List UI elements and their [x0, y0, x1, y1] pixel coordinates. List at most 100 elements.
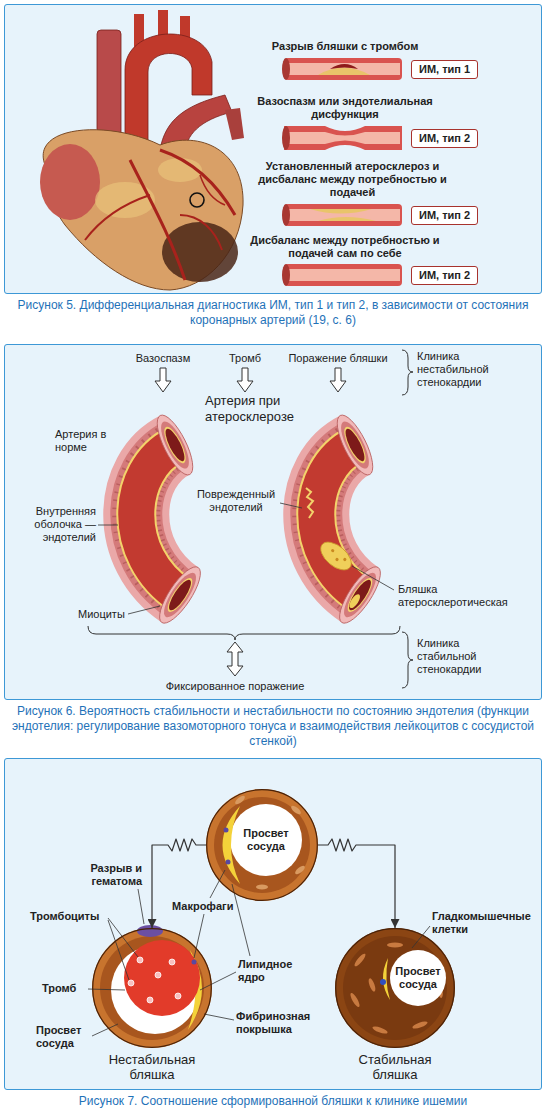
- vessel-tube: [330, 64, 358, 69]
- plaque-cross-section: [128, 980, 134, 986]
- plaque-cross-section: [169, 959, 175, 965]
- hollow-arrow: [237, 368, 253, 392]
- artery-illustration: [165, 577, 194, 613]
- artery-illustration: [335, 557, 340, 562]
- circle-outline: [93, 929, 212, 1048]
- plaque-cross-section: [387, 943, 403, 948]
- vessel-tube: [288, 269, 400, 281]
- leader-line: [88, 870, 430, 1036]
- leader-line: [352, 566, 394, 590]
- artery-illustration: [153, 561, 208, 628]
- hollow-arrow: [155, 368, 346, 392]
- vessel-tube: [282, 264, 290, 286]
- artery-illustration: [316, 537, 356, 575]
- artery-illustration: [339, 569, 382, 622]
- plaque-cross-section: [92, 928, 212, 1048]
- artery-title: Артерия при атеросклерозе: [205, 393, 323, 425]
- artery-illustration: [162, 426, 188, 463]
- plaque-cross-section: [137, 925, 163, 937]
- plaque-cross-section: [137, 957, 143, 963]
- leader-line: [280, 503, 302, 508]
- curly-bracket: [402, 632, 413, 688]
- spring-connector: [152, 839, 206, 928]
- plaque-cross-section: [353, 952, 367, 967]
- plaque-cross-section: [335, 928, 455, 1048]
- clinic-label: Клиника нестабильной стенокардии: [417, 350, 509, 389]
- leader-line: [88, 989, 125, 990]
- plaque-cross-section: [206, 789, 318, 901]
- leader-line: [128, 606, 160, 614]
- diagnosis-tag: ИМ, тип 2: [411, 206, 478, 225]
- artery-illustration: [136, 445, 180, 595]
- leader-line: [204, 1014, 234, 1020]
- panel-background: [4, 4, 542, 1090]
- vessel-caption: Вазоспазм или эндотелиальная дисфункция: [255, 95, 435, 121]
- part-label: Просвет сосуда: [36, 1024, 91, 1050]
- curly-bracket: [88, 626, 400, 640]
- plaque-cross-section: [147, 997, 153, 1003]
- figure-caption: Рисунок 7. Соотношение сформированной бл…: [5, 1094, 541, 1109]
- double-arrow: [227, 642, 243, 676]
- artery-illustration: [333, 561, 388, 628]
- part-label: Бляшка атеросклеротическая: [398, 583, 523, 609]
- diagnosis-text: ИМ, тип 1: [419, 63, 470, 76]
- hollow-arrow: [155, 368, 171, 392]
- artery-illustration: [316, 537, 356, 575]
- artery-illustration: [336, 418, 374, 472]
- infarct-marker: [190, 193, 204, 207]
- plaque-cross-section: [343, 936, 447, 1040]
- plaque-cross-section: [349, 992, 361, 1008]
- plaque-cross-section: [256, 885, 268, 890]
- circle-outline: [335, 928, 455, 1048]
- vessel-tube: [282, 58, 290, 80]
- leader-line: [98, 503, 394, 614]
- plaque-cross-section: [192, 960, 197, 965]
- vessel-tube: [282, 204, 290, 226]
- plaque-section: Нестабильная бляшка: [92, 928, 212, 1048]
- artery-illustration: [342, 426, 368, 463]
- diagnosis-text: ИМ, тип 2: [419, 209, 470, 222]
- plaque-cross-section: [412, 1020, 429, 1030]
- artery-illustration: [345, 577, 374, 613]
- diagnosis-text: ИМ, тип 2: [419, 132, 470, 145]
- diagnosis-tag: ИМ, тип 2: [411, 129, 478, 148]
- heart-illustration: [160, 150, 235, 215]
- lumen-label: Просвет сосуда: [234, 827, 298, 853]
- panel-background: [4, 344, 542, 700]
- plaque-cross-section: [294, 864, 306, 876]
- plaque-cross-section: [380, 979, 386, 985]
- vessel-tube: [288, 209, 400, 221]
- artery-illustration: [330, 411, 379, 480]
- plaque-cross-section: [155, 972, 161, 978]
- circle-outline: [336, 929, 455, 1048]
- panel-background: [4, 758, 542, 1090]
- artery-illustration: [164, 575, 197, 616]
- vessel-tube: [284, 58, 402, 80]
- curly-bracket: [88, 350, 413, 688]
- part-label: Внутренняя оболочка — эндотелий: [14, 505, 96, 544]
- artery-illustration: [330, 411, 379, 480]
- vessel-tube: [284, 204, 402, 226]
- artery-illustration: [153, 561, 208, 628]
- heart-illustration: [180, 215, 222, 250]
- panel-background: [4, 4, 542, 294]
- artery-illustration: [316, 445, 360, 595]
- lumen-label: Просвет сосуда: [388, 965, 448, 991]
- leader-line: [412, 926, 430, 948]
- artery-illustration: [340, 424, 370, 466]
- leader-line: [232, 884, 250, 956]
- artery-illustration: [344, 575, 377, 616]
- plaque-cross-section: [367, 978, 376, 993]
- artery-illustration: [316, 445, 360, 595]
- plaque-cross-section: [226, 860, 231, 865]
- artery-illustration: [136, 445, 180, 595]
- plaque-cross-section: [100, 936, 204, 1040]
- diagnosis-text: ИМ, тип 2: [419, 269, 470, 282]
- plaque-cross-section: [230, 804, 302, 876]
- circle-outline: [92, 928, 212, 1048]
- leader-line: [108, 920, 129, 980]
- plaque-title: Нестабильная бляшка: [102, 1052, 202, 1082]
- cause-label: Поражение бляшки: [278, 352, 398, 365]
- plaque-cross-section: [92, 789, 455, 1048]
